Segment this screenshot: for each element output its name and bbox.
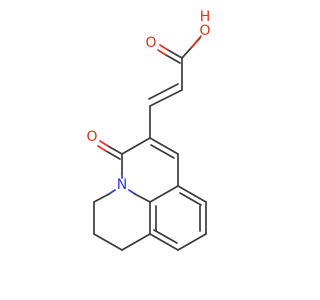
bond-ring-co-a [107, 145, 123, 155]
bond-ring-o-a [99, 140, 109, 147]
bond-n-c4a-a [128, 189, 136, 195]
bond-sat-c3-c8a [121, 233, 151, 251]
bond-benz-c8-c8a-double [153, 229, 178, 244]
bond-sat-c2-c3 [93, 233, 123, 251]
bond-acid-c-o-double-a [167, 49, 183, 59]
bond-c4a-c5 [149, 185, 179, 203]
bond-acid-o-double-a [159, 44, 169, 51]
bond-ring-c1-c6 [149, 137, 179, 155]
bond-vinyl-double-b [148, 83, 179, 100]
bond-n-c4a-b [134, 193, 151, 203]
bond-acid-o-double-b [157, 49, 167, 56]
bond-benz-c5-c6 [177, 185, 207, 203]
atom-label-hydroxyl-o: O [199, 23, 210, 39]
bond-acid-c-oh-o [190, 35, 202, 49]
structure-diagram: H O O O N [86, 9, 211, 251]
bond-ring-c1-c6-double [150, 144, 175, 159]
bond-n-ch2-a [108, 189, 116, 195]
bond-ring-c1-c2 [121, 137, 151, 155]
atom-label-ring-carbonyl-o: O [86, 129, 97, 145]
atom-label-h: H [200, 9, 211, 25]
bond-acid-c-o-double-b [165, 54, 181, 64]
atom-label-acid-carbonyl-o: O [145, 35, 156, 51]
bond-ring-co-b [105, 150, 121, 160]
bond-n-ch2-b [93, 193, 110, 203]
molecule-drawing: H O O O N [86, 9, 211, 251]
bond-benz-c7-c8 [177, 233, 207, 251]
atom-label-ring-n: N [117, 177, 127, 193]
bond-benz-c5-inner-double [179, 192, 202, 206]
bond-vinyl-double-a [149, 89, 183, 107]
bond-ring-o-b [97, 145, 107, 152]
bond-benz-c8-c8a [149, 233, 179, 251]
